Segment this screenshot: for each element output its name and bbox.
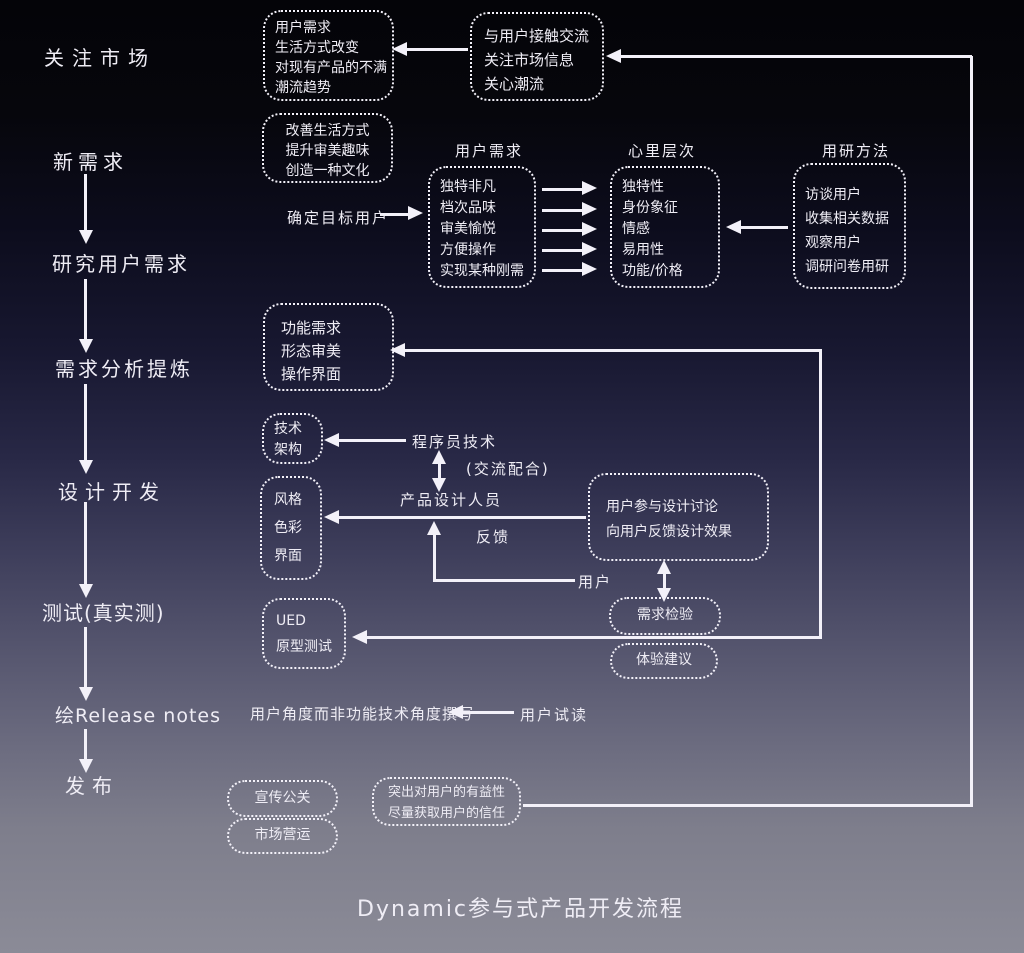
- map-arrow-head-5: [582, 262, 597, 276]
- box-market-signals: 用户需求 生活方式改变 对现有产品的不满 潮流趋势: [263, 10, 394, 101]
- map-arrow-line-4: [542, 249, 584, 252]
- stage-testing: 测试(真实测): [42, 601, 165, 625]
- flow-arrow-line-2: [84, 279, 87, 341]
- arrow-target-user-head: [408, 206, 423, 220]
- arrow-methods-to-psych-line: [740, 226, 788, 229]
- box-user-participation: 用户参与设计讨论 向用户反馈设计效果: [588, 473, 769, 561]
- map-arrow-head-3: [582, 222, 597, 236]
- arrow-user-read-head: [448, 705, 463, 719]
- box-exp-suggest: 体验建议: [610, 643, 718, 679]
- box-req-check: 需求检验: [609, 597, 721, 635]
- flow-arrow-line-4: [84, 502, 87, 586]
- label-feedback: 反馈: [476, 528, 511, 546]
- map-arrow-head-2: [582, 202, 597, 216]
- loop-right-line: [970, 56, 973, 807]
- arrow-user-read-line: [462, 711, 514, 714]
- stage-research-user-needs: 研究用户需求: [52, 252, 190, 276]
- label-target-user: 确定目标用户: [287, 209, 390, 227]
- user-feedback-up-head: [427, 521, 441, 535]
- feedback-to-requirements-head: [390, 343, 405, 357]
- loop-bottom-line: [523, 804, 973, 807]
- participation-check-link-line: [663, 568, 666, 590]
- arrow-target-user-line: [380, 213, 410, 216]
- flow-arrow-line-5: [84, 627, 87, 689]
- arrow-participation-to-style-line: [338, 516, 586, 519]
- box-market-actions: 与用户接触交流 关注市场信息 关心潮流: [470, 12, 604, 101]
- arrow-actions-to-signals-head: [392, 42, 407, 56]
- arrow-participation-to-style-head: [324, 510, 339, 524]
- arrow-programmer-to-tech-line: [338, 439, 406, 442]
- arrow-programmer-to-tech-head: [324, 433, 339, 447]
- label-user-needs: 用户需求: [455, 142, 524, 160]
- flow-arrowhead-1: [79, 230, 93, 244]
- map-arrow-line-3: [542, 229, 584, 232]
- flow-arrowhead-2: [79, 339, 93, 353]
- label-research-methods: 用研方法: [822, 142, 891, 160]
- label-release-angle: 用户角度而非功能技术角度撰写: [250, 705, 475, 723]
- stage-new-demand: 新需求: [53, 150, 128, 174]
- feedback-to-requirements-line: [404, 349, 822, 352]
- stage-demand-analysis: 需求分析提炼: [55, 357, 193, 381]
- box-tech: 技术 架构: [262, 413, 323, 464]
- feedback-to-ued-head: [352, 630, 367, 644]
- label-product-designers: 产品设计人员: [400, 491, 503, 509]
- flow-arrow-line-6: [84, 729, 87, 761]
- flow-arrowhead-5: [79, 687, 93, 701]
- label-cooperation: (交流配合): [466, 460, 550, 478]
- flow-arrowhead-3: [79, 460, 93, 474]
- loop-top-line: [620, 55, 972, 58]
- stage-watch-market: 关注市场: [44, 46, 156, 70]
- stage-design-dev: 设计开发: [58, 480, 166, 504]
- label-user: 用户: [578, 573, 613, 591]
- participation-check-link-up-head: [657, 560, 671, 574]
- box-requirements: 功能需求 形态审美 操作界面: [263, 303, 394, 391]
- arrow-actions-to-signals-line: [406, 48, 468, 51]
- label-psych-levels: 心里层次: [628, 142, 697, 160]
- map-arrow-line-1: [542, 188, 584, 191]
- feedback-vertical-line: [819, 349, 822, 639]
- box-benefit: 突出对用户的有益性 尽量获取用户的信任: [372, 777, 521, 826]
- programmer-designer-link-up-head: [432, 450, 446, 464]
- map-arrow-head-1: [582, 181, 597, 195]
- programmer-designer-link-down-head: [432, 478, 446, 492]
- flow-arrow-line-3: [84, 384, 87, 462]
- box-method-items: 访谈用户 收集相关数据 观察用户 调研问卷用研: [793, 163, 906, 289]
- label-programmer-tech: 程序员技术: [412, 433, 498, 451]
- flow-arrow-line-1: [84, 174, 87, 232]
- box-marketing: 市场营运: [227, 818, 338, 854]
- stage-release-notes: 绘Release notes: [55, 705, 221, 727]
- user-feedback-horizontal-line: [433, 579, 575, 582]
- box-style: 风格 色彩 界面: [260, 476, 322, 580]
- flow-arrowhead-4: [79, 584, 93, 598]
- loop-top-head: [606, 49, 621, 63]
- box-pr: 宣传公关: [227, 780, 338, 817]
- flow-arrowhead-6: [79, 759, 93, 773]
- programmer-designer-link-line: [438, 458, 441, 480]
- box-ued: UED 原型测试: [262, 598, 346, 669]
- diagram-title: Dynamic参与式产品开发流程: [357, 897, 685, 922]
- user-feedback-vertical-line: [433, 532, 436, 582]
- map-arrow-line-5: [542, 269, 584, 272]
- box-user-need-items: 独特非凡 档次品味 审美愉悦 方便操作 实现某种刚需: [428, 166, 536, 288]
- box-psych-items: 独特性 身份象征 情感 易用性 功能/价格: [610, 166, 720, 288]
- map-arrow-line-2: [542, 209, 584, 212]
- feedback-to-ued-line: [366, 636, 822, 639]
- arrow-methods-to-psych-head: [726, 220, 741, 234]
- label-user-read: 用户试读: [520, 706, 589, 724]
- box-new-culture: 改善生活方式 提升审美趣味 创造一种文化: [262, 113, 393, 183]
- stage-publish: 发布: [65, 774, 119, 798]
- map-arrow-head-4: [582, 242, 597, 256]
